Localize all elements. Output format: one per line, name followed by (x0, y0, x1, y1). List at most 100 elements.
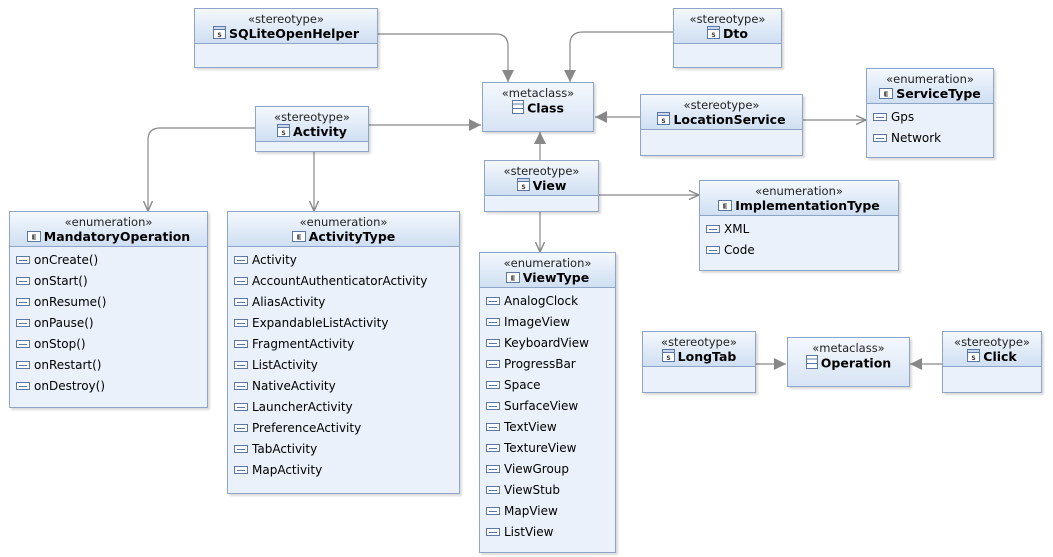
enumeration-icon: E (718, 199, 733, 215)
stereotype-label: «stereotype» (683, 98, 760, 112)
enum-literal[interactable]: AliasActivity (234, 292, 459, 313)
enum-literal[interactable]: onCreate() (16, 250, 207, 271)
enum-literal[interactable]: NativeActivity (234, 376, 459, 397)
enum-literal[interactable]: Code (706, 240, 898, 261)
dto-stereotype-box[interactable]: «stereotype» S Dto (673, 8, 782, 68)
literal-icon (706, 246, 720, 254)
enum-literal[interactable]: MapActivity (234, 460, 459, 481)
literal-icon (486, 297, 500, 305)
enum-literal[interactable]: PreferenceActivity (234, 418, 459, 439)
literal-icon (16, 340, 30, 348)
literal-icon (486, 528, 500, 536)
enum-literal[interactable]: XML (706, 219, 898, 240)
stereotype-label: «metaclass» (812, 341, 885, 355)
svg-text:E: E (723, 202, 728, 210)
enum-literal[interactable]: ImageView (486, 312, 615, 333)
box-title: ImplementationType (735, 198, 880, 213)
box-title: Dto (723, 26, 748, 41)
stereotype-icon: S (967, 349, 981, 366)
enum-literal[interactable]: AccountAuthenticatorActivity (234, 271, 459, 292)
svg-text:S: S (711, 32, 715, 39)
literal-icon (486, 402, 500, 410)
literal-icon (234, 361, 248, 369)
literal-icon (234, 424, 248, 432)
enum-literal[interactable]: FragmentActivity (234, 334, 459, 355)
enumeration-icon: E (879, 87, 894, 103)
stereotype-icon: S (516, 178, 530, 195)
enum-literal[interactable]: ExpandableListActivity (234, 313, 459, 334)
enum-literal[interactable]: Activity (234, 250, 459, 271)
extension-dto-class (564, 31, 673, 82)
stereotype-label: «stereotype» (689, 12, 766, 26)
enum-literal[interactable]: onDestroy() (16, 376, 207, 397)
enum-literal[interactable]: LauncherActivity (234, 397, 459, 418)
enum-literal[interactable]: TabActivity (234, 439, 459, 460)
enum-literal[interactable]: MapView (486, 501, 615, 522)
stereotype-label: «stereotype» (248, 12, 324, 26)
enum-literal[interactable]: onResume() (16, 292, 207, 313)
stereotype-icon: S (657, 112, 671, 129)
box-title: LocationService (673, 112, 786, 127)
operation-metaclass-box[interactable]: «metaclass» Operation (787, 337, 910, 387)
literal-list: Gps Network (867, 104, 993, 152)
box-compartment (641, 130, 802, 143)
enum-literal[interactable]: ListView (486, 522, 615, 543)
box-title: Operation (820, 355, 892, 371)
literal-icon (234, 403, 248, 411)
literal-icon (234, 382, 248, 390)
association-activity-mandatoryoperation (148, 127, 255, 211)
literal-list: onCreate() onStart() onResume() onPause(… (10, 247, 207, 400)
literal-list: XML Code (700, 216, 898, 264)
enum-literal[interactable]: onStart() (16, 271, 207, 292)
literal-icon (486, 507, 500, 515)
box-title: ServiceType (896, 86, 981, 101)
enum-literal[interactable]: AnalogClock (486, 291, 615, 312)
box-compartment (485, 196, 598, 210)
literal-icon (234, 298, 248, 306)
enum-literal[interactable]: ListActivity (234, 355, 459, 376)
locationservice-stereotype-box[interactable]: «stereotype» S LocationService (640, 94, 803, 156)
enum-literal[interactable]: Network (873, 128, 993, 149)
enum-literal[interactable]: Gps (873, 107, 993, 128)
svg-text:S: S (662, 118, 666, 125)
literal-icon (234, 445, 248, 453)
enum-literal[interactable]: TextView (486, 417, 615, 438)
enum-literal[interactable]: KeyboardView (486, 333, 615, 354)
enum-literal[interactable]: onPause() (16, 313, 207, 334)
literal-icon (706, 225, 720, 233)
enum-literal[interactable]: TextureView (486, 438, 615, 459)
enum-literal[interactable]: ViewGroup (486, 459, 615, 480)
literal-icon (16, 277, 30, 285)
box-title: ActivityType (308, 229, 396, 244)
stereotype-label: «enumeration» (64, 215, 153, 229)
enum-literal[interactable]: onStop() (16, 334, 207, 355)
class-metaclass-box[interactable]: «metaclass» Class (482, 82, 594, 132)
box-title: SQLiteOpenHelper (228, 26, 360, 41)
box-compartment (256, 142, 368, 150)
literal-icon (486, 339, 500, 347)
enum-literal[interactable]: onRestart() (16, 355, 207, 376)
enum-literal[interactable]: ViewStub (486, 480, 615, 501)
svg-text:E: E (510, 274, 515, 282)
box-compartment (643, 367, 755, 383)
enum-literal[interactable]: ProgressBar (486, 354, 615, 375)
enum-literal[interactable]: Space (486, 375, 615, 396)
svg-text:S: S (281, 130, 285, 137)
svg-text:E: E (296, 233, 301, 241)
enum-literal[interactable]: SurfaceView (486, 396, 615, 417)
literal-icon (234, 256, 248, 264)
